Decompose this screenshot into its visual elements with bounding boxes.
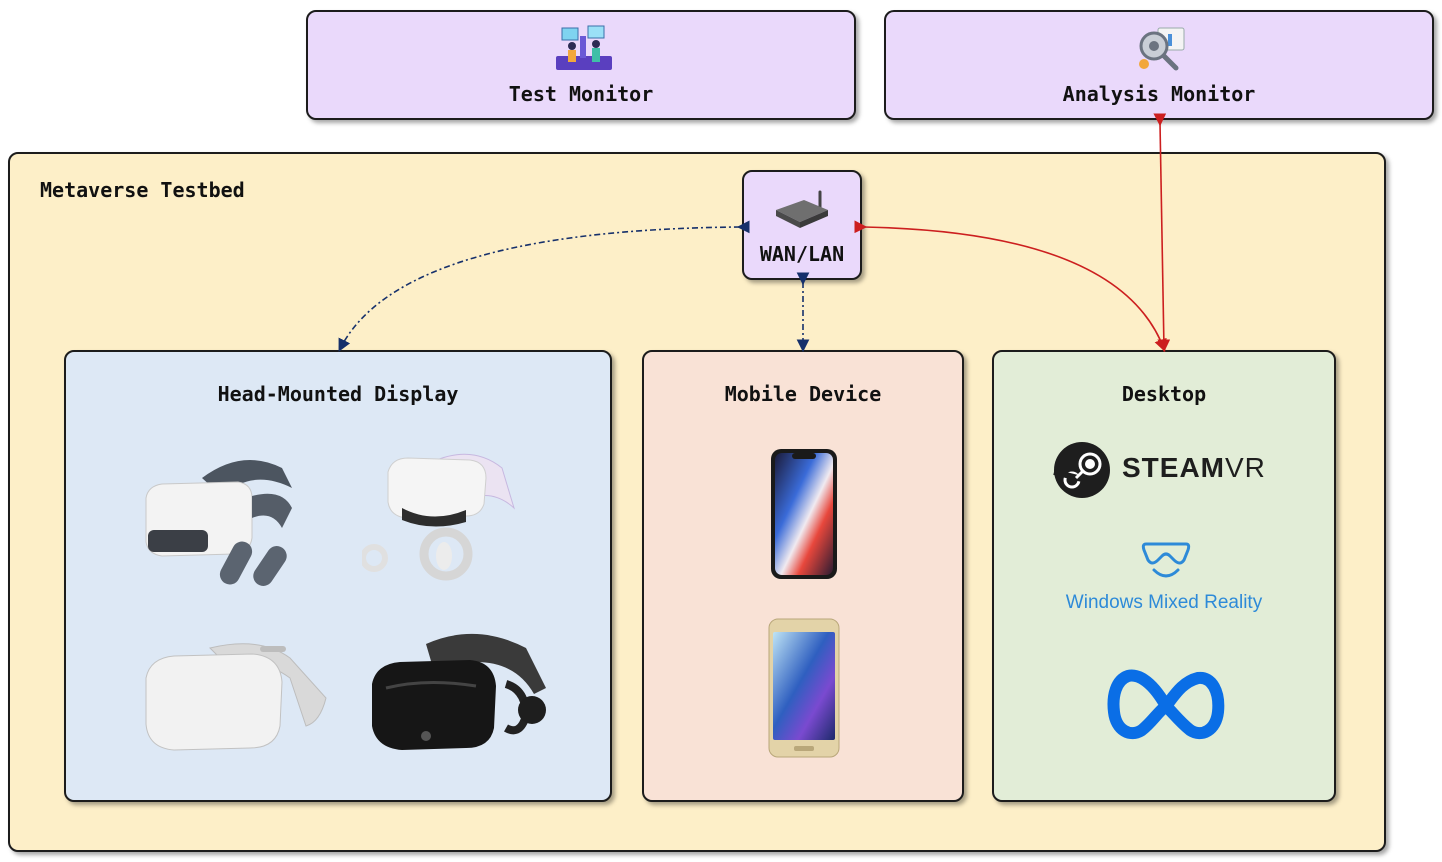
- testbed-label: Metaverse Testbed: [40, 178, 245, 202]
- test-monitor-label: Test Monitor: [508, 82, 654, 106]
- meta-logo-icon: [1107, 669, 1225, 740]
- windows-mixed-reality-label: Windows Mixed Reality: [1065, 592, 1263, 613]
- desktop-panel-title: Desktop: [1121, 382, 1207, 406]
- oculus-go-headset-image: [145, 643, 327, 751]
- test-monitor-box: Test Monitor: [306, 10, 856, 120]
- head-mounted-display-panel: Head-Mounted Display: [64, 350, 612, 802]
- hmd-panel-title: Head-Mounted Display: [217, 382, 459, 406]
- magnifier-gear-icon: [1139, 27, 1185, 71]
- wan-lan-router-box: WAN/LAN: [742, 170, 862, 280]
- link-analysis-desktop: [1153, 113, 1171, 353]
- windows-mr-headset-image: [372, 633, 546, 750]
- link-router-hmd: [338, 220, 750, 352]
- windows-mixed-reality-icon: [1141, 542, 1191, 578]
- people-with-screens-icon: [556, 25, 612, 70]
- link-router-desktop: [854, 220, 1167, 352]
- mobile-panel-title: Mobile Device: [724, 382, 882, 406]
- iphone-image: [771, 449, 837, 579]
- quest-headset-image: [362, 453, 515, 581]
- android-phone-image: [768, 618, 840, 758]
- steam-logo-icon: [1053, 442, 1110, 498]
- desktop-panel: Desktop STEAMVR Windows Mixed Reality: [992, 350, 1336, 802]
- analysis-monitor-label: Analysis Monitor: [1062, 82, 1256, 106]
- steamvr-wordmark: STEAMVR: [1122, 452, 1266, 484]
- mobile-device-panel: Mobile Device: [642, 350, 964, 802]
- standalone-headset-image: [145, 460, 292, 586]
- steamvr-wordmark-steam: STEAM: [1122, 452, 1225, 483]
- router-icon: [776, 190, 828, 228]
- router-label: WAN/LAN: [759, 242, 845, 266]
- steamvr-wordmark-vr: VR: [1225, 452, 1266, 483]
